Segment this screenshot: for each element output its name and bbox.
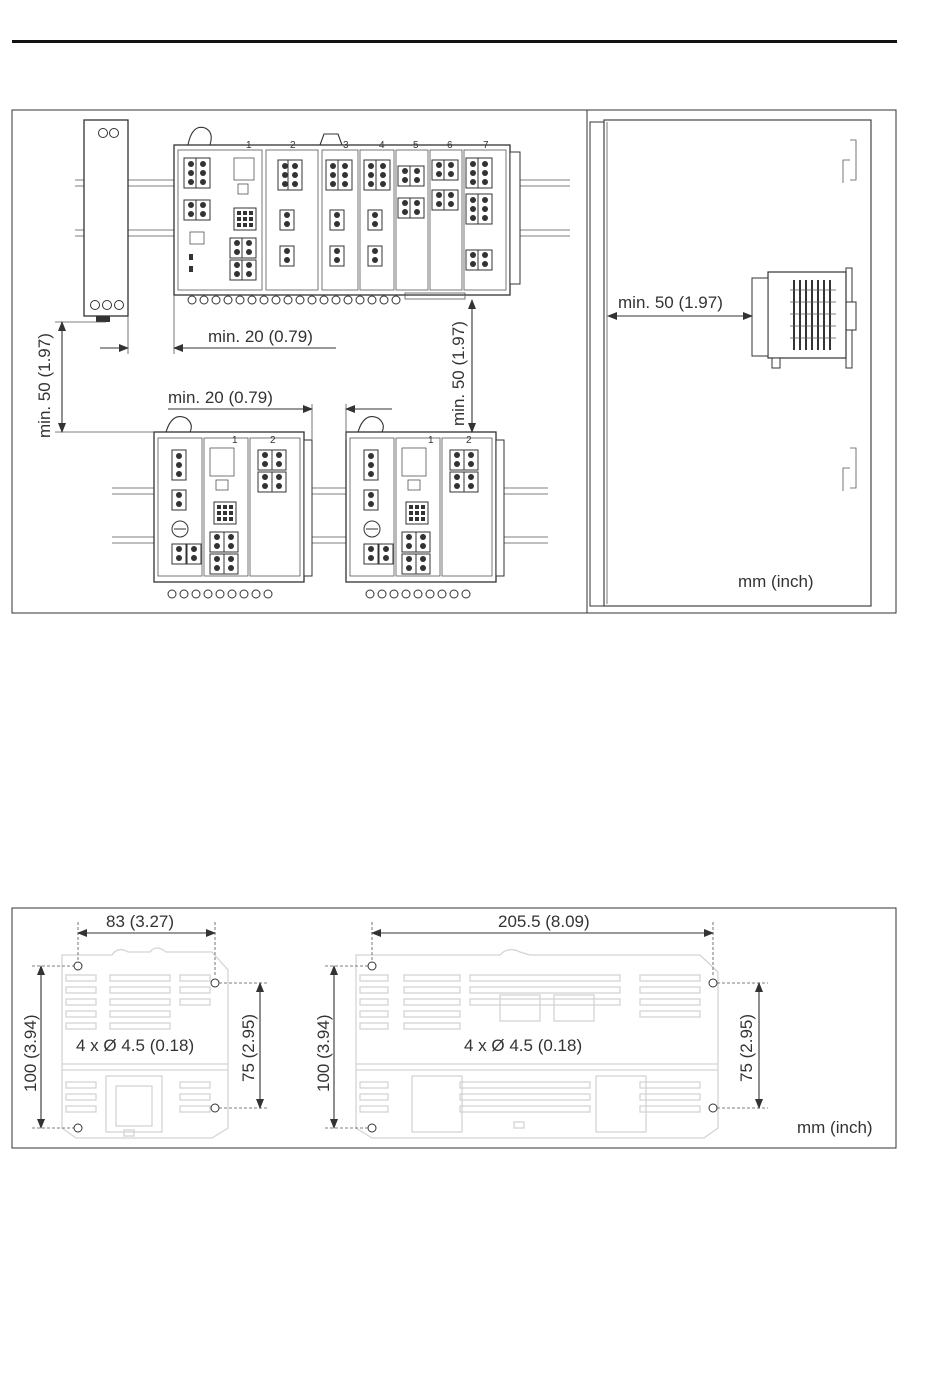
svg-text:min. 50 (1.97): min. 50 (1.97) xyxy=(449,321,468,426)
svg-text:min. 20 (0.79): min. 20 (0.79) xyxy=(168,388,273,407)
svg-text:205.5 (8.09): 205.5 (8.09) xyxy=(498,912,590,931)
large-controller-unit xyxy=(174,127,520,304)
svg-text:2: 2 xyxy=(466,435,472,446)
svg-text:1: 1 xyxy=(232,435,238,446)
dimension-hole-spacing-small: 75 (2.95) xyxy=(219,983,268,1108)
svg-text:75 (2.95): 75 (2.95) xyxy=(239,1014,258,1082)
units-label-bottom: mm (inch) xyxy=(797,1118,873,1137)
small-controller-unit-right: 1 2 xyxy=(346,417,504,598)
cabinet-side-view: min. 50 (1.97) mm (inch) xyxy=(590,120,871,606)
power-supply-unit xyxy=(84,120,128,322)
svg-text:100 (3.94): 100 (3.94) xyxy=(314,1015,333,1093)
dimension-width-small: 83 (3.27) xyxy=(78,912,215,977)
svg-text:2: 2 xyxy=(290,140,296,151)
svg-text:2: 2 xyxy=(270,435,276,446)
svg-text:min. 20 (0.79): min. 20 (0.79) xyxy=(208,327,313,346)
dimension-width-large: 205.5 (8.09) xyxy=(372,912,713,977)
svg-text:1: 1 xyxy=(246,140,252,151)
svg-text:100 (3.94): 100 (3.94) xyxy=(21,1015,40,1093)
svg-text:5: 5 xyxy=(413,140,419,151)
dimension-vertical-clearance-middle: min. 50 (1.97) xyxy=(449,300,472,432)
svg-text:mm (inch): mm (inch) xyxy=(738,572,814,591)
svg-text:min. 50 (1.97): min. 50 (1.97) xyxy=(618,293,723,312)
svg-text:4: 4 xyxy=(379,140,385,151)
svg-text:83 (3.27): 83 (3.27) xyxy=(106,912,174,931)
bottom-figure-frame xyxy=(12,908,896,1148)
svg-text:min. 50 (1.97): min. 50 (1.97) xyxy=(35,333,54,438)
holes-label-small: 4 x Ø 4.5 (0.18) xyxy=(76,1036,194,1055)
small-controller-unit-left: 1 2 xyxy=(154,417,312,598)
holes-label-large: 4 x Ø 4.5 (0.18) xyxy=(464,1036,582,1055)
dimension-vertical-clearance-left: min. 50 (1.97) xyxy=(35,322,154,438)
dimension-hole-spacing-large: 75 (2.95) xyxy=(717,983,768,1108)
svg-text:7: 7 xyxy=(483,140,489,151)
svg-text:75 (2.95): 75 (2.95) xyxy=(737,1014,756,1082)
svg-text:6: 6 xyxy=(447,140,453,151)
svg-text:3: 3 xyxy=(343,140,349,151)
svg-text:1: 1 xyxy=(428,435,434,446)
